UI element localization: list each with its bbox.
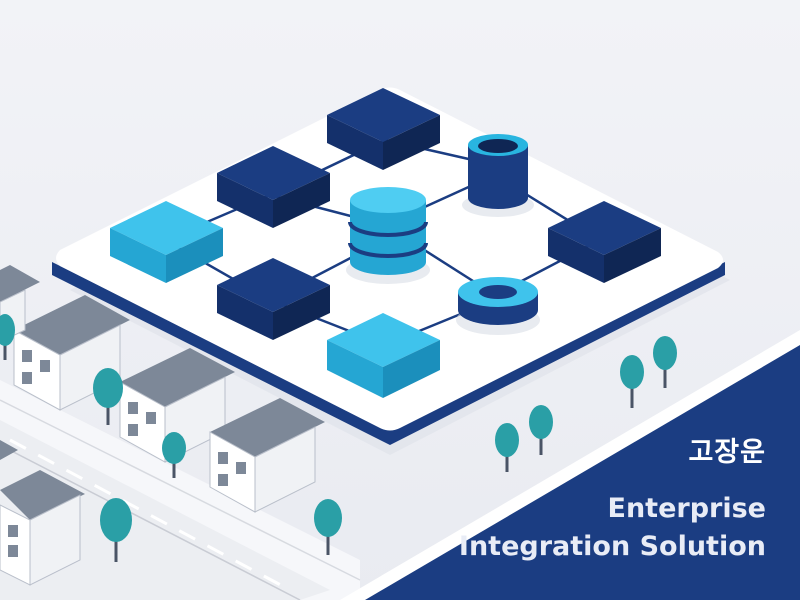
server-block-icon [217,258,330,340]
server-block-icon [110,201,223,283]
tree-icon [620,355,644,408]
tree-icon [314,499,342,555]
tree-icon [0,314,15,360]
ring-connector-icon [456,277,540,335]
tree-icon [93,368,123,425]
street-ground [0,380,361,600]
title-line-1: Enterprise [607,493,766,524]
title-line-2: Integration Solution [458,531,766,562]
tree-icon [529,405,553,455]
title-banner [340,330,800,600]
house-icon [0,440,18,460]
tree-icon [100,498,132,562]
server-block-icon [217,146,330,228]
tree-icon [162,432,186,478]
house-icon [209,398,325,513]
database-cylinder-icon [346,187,430,284]
tree-icon [495,423,519,472]
server-block-icon [327,313,440,398]
database-cylinder-icon [462,134,534,217]
server-block-icon [548,201,661,283]
server-block-icon [327,88,440,170]
house-icon [0,470,85,586]
tree-icon [653,336,677,388]
house-icon [13,295,130,411]
author-name: 고장운 [688,437,766,468]
